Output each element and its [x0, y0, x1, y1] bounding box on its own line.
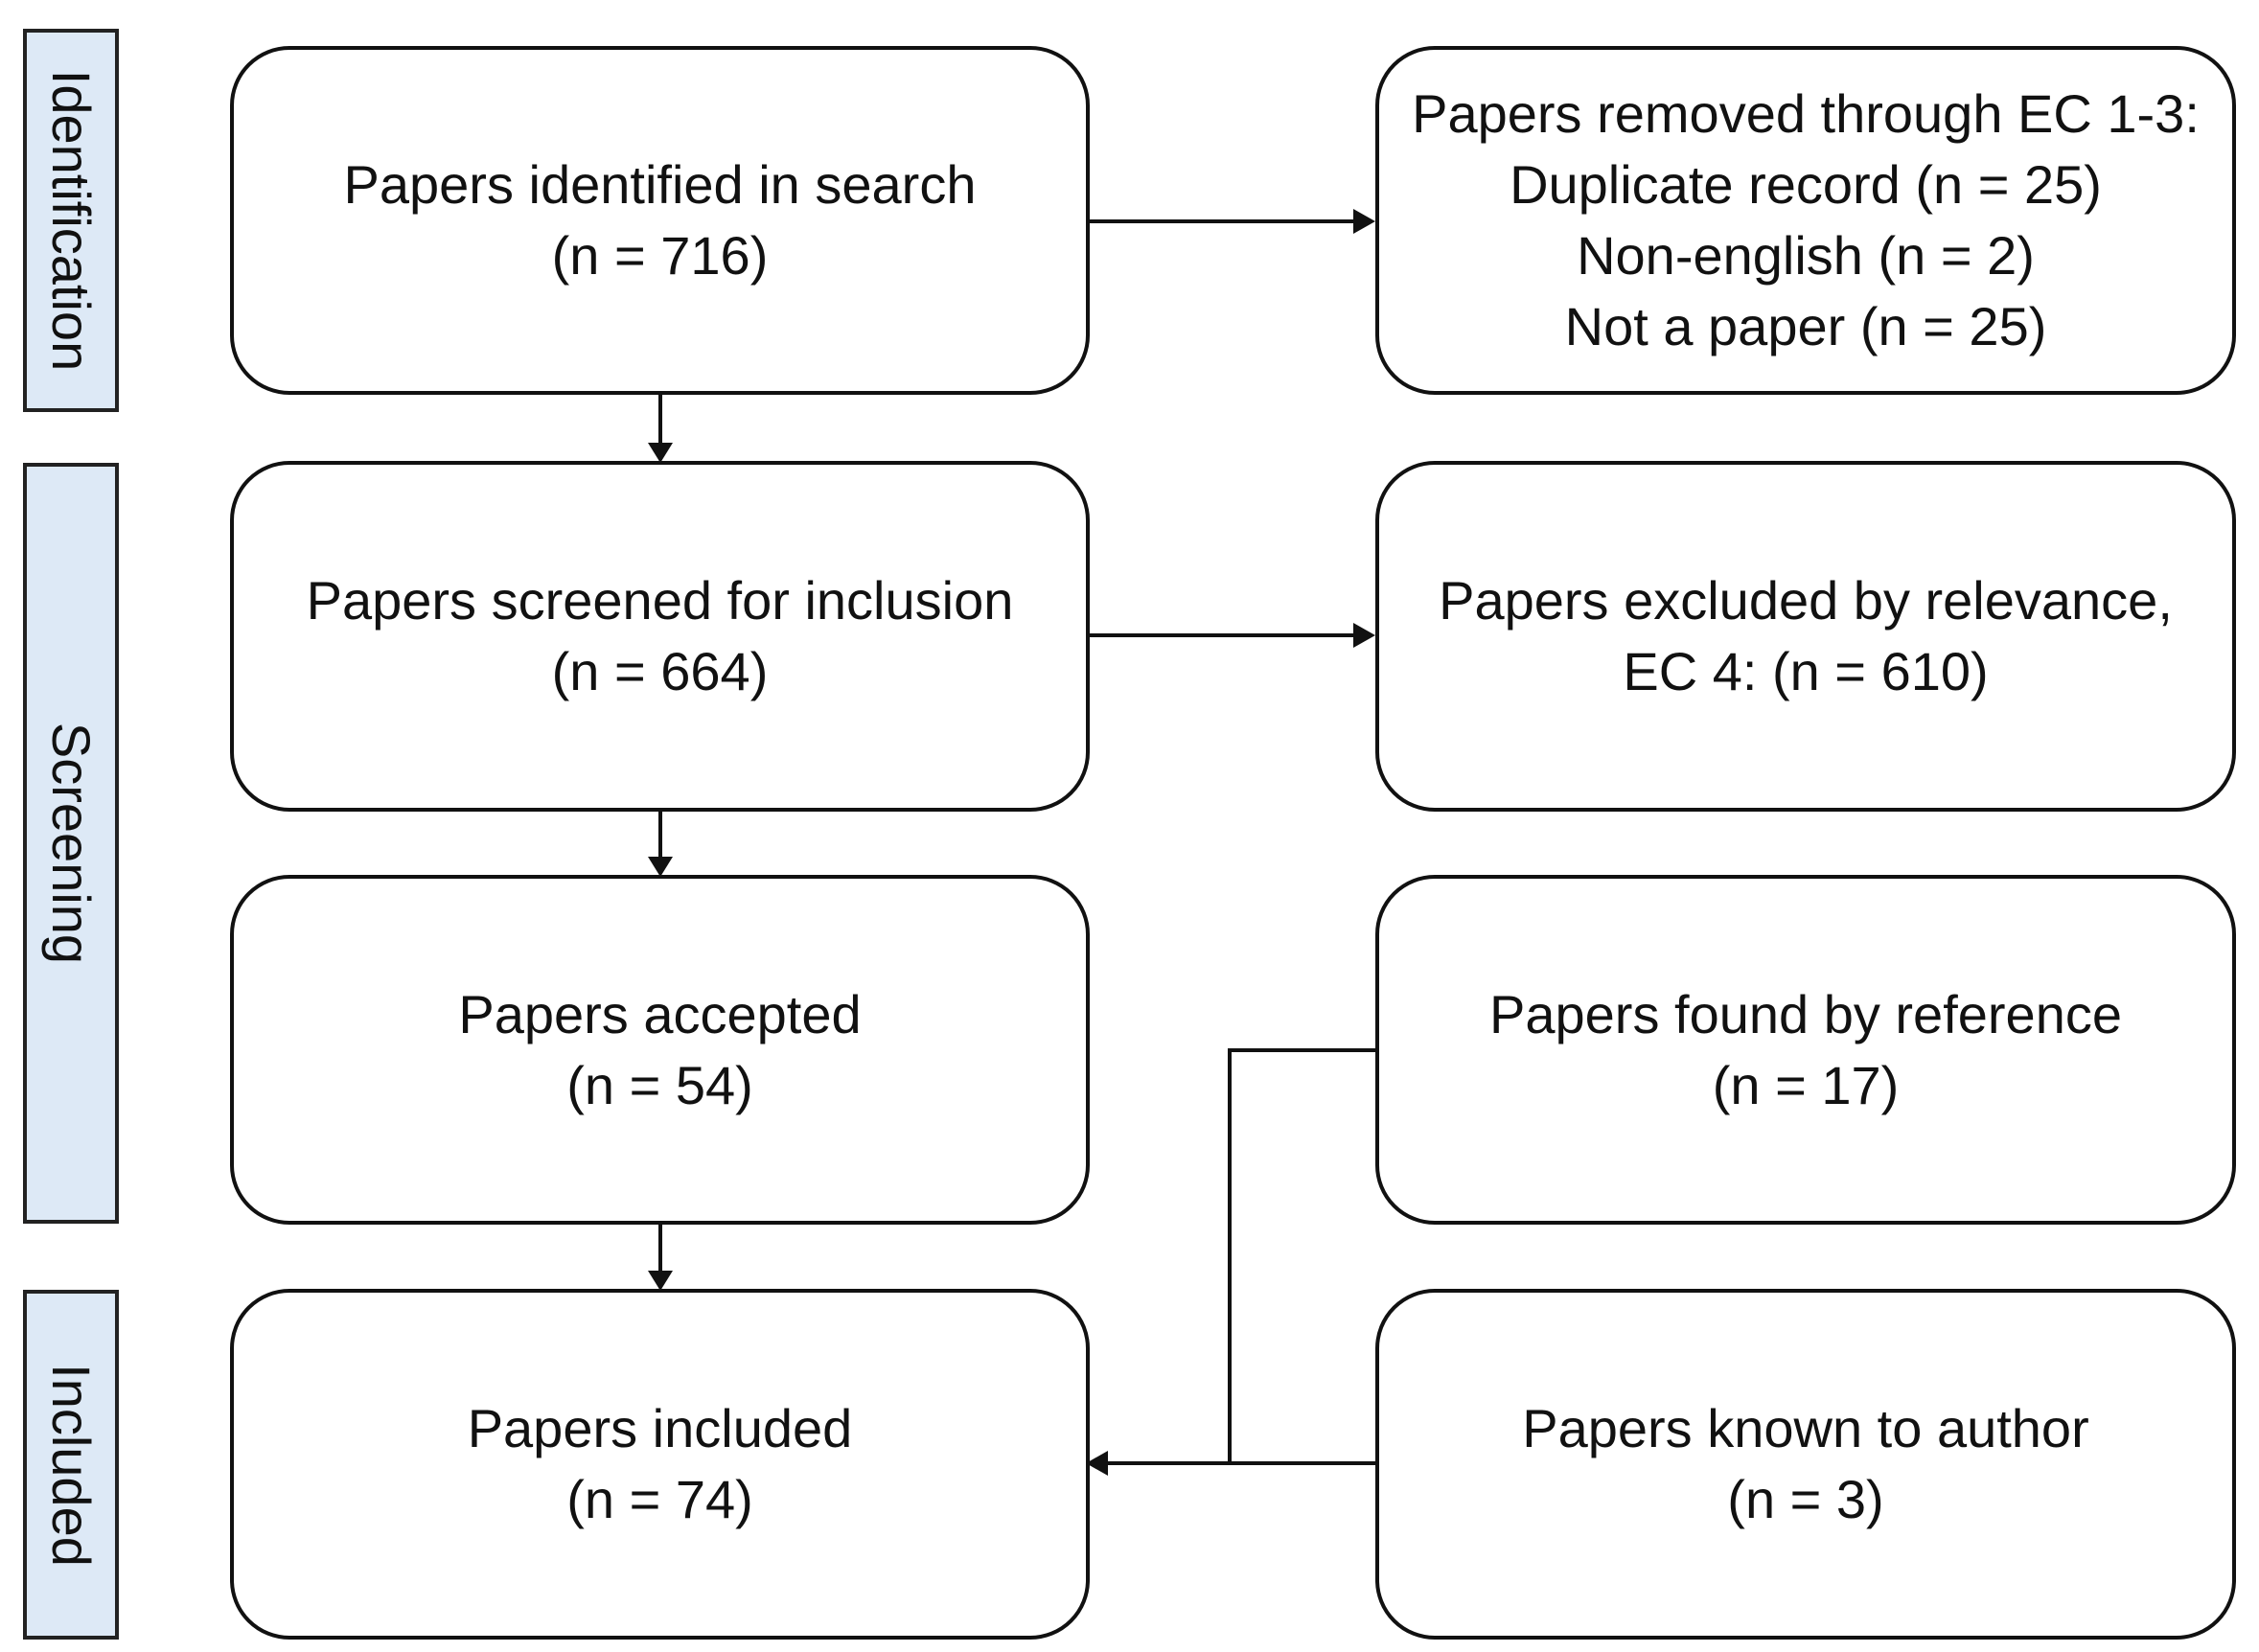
box-papers-screened: Papers screened for inclusion (n = 664)	[230, 461, 1090, 812]
arrow-reference-to-included	[1228, 1048, 1375, 1463]
box-papers-by-reference-count: (n = 17)	[1712, 1054, 1900, 1115]
box-papers-included-count: (n = 74)	[566, 1469, 753, 1529]
box-papers-accepted: Papers accepted (n = 54)	[230, 875, 1090, 1225]
stage-label-included: Included	[23, 1290, 119, 1640]
stage-label-included-text: Included	[41, 1363, 102, 1567]
box-papers-by-reference: Papers found by reference (n = 17)	[1375, 875, 2236, 1225]
box-papers-excluded-title: Papers excluded by relevance,	[1439, 570, 2173, 631]
box-papers-identified-count: (n = 716)	[551, 225, 769, 286]
box-papers-known-to-author-title: Papers known to author	[1522, 1398, 2089, 1458]
box-papers-excluded: Papers excluded by relevance, EC 4: (n =…	[1375, 461, 2236, 812]
box-papers-removed-title: Papers removed through EC 1-3:	[1412, 83, 2200, 144]
box-papers-by-reference-title: Papers found by reference	[1489, 983, 2122, 1044]
stage-label-screening-text: Screening	[41, 722, 102, 965]
box-papers-removed-duplicate: Duplicate record (n = 25)	[1510, 154, 2102, 215]
box-papers-screened-count: (n = 664)	[551, 641, 769, 701]
stage-label-identification: Identification	[23, 29, 119, 412]
stage-label-identification-text: Identification	[41, 69, 102, 372]
box-papers-included-title: Papers included	[467, 1398, 853, 1458]
box-papers-removed: Papers removed through EC 1-3: Duplicate…	[1375, 46, 2236, 395]
stage-label-screening: Screening	[23, 463, 119, 1224]
box-papers-identified-title: Papers identified in search	[343, 154, 977, 215]
box-papers-screened-title: Papers screened for inclusion	[306, 570, 1014, 631]
box-papers-included: Papers included (n = 74)	[230, 1289, 1090, 1640]
box-papers-accepted-title: Papers accepted	[458, 983, 862, 1044]
box-papers-identified: Papers identified in search (n = 716)	[230, 46, 1090, 395]
box-papers-excluded-count: EC 4: (n = 610)	[1623, 641, 1989, 701]
box-papers-known-to-author: Papers known to author (n = 3)	[1375, 1289, 2236, 1640]
box-papers-accepted-count: (n = 54)	[566, 1054, 753, 1115]
box-papers-known-to-author-count: (n = 3)	[1727, 1469, 1884, 1529]
box-papers-removed-non-english: Non-english (n = 2)	[1577, 225, 2035, 286]
box-papers-removed-not-paper: Not a paper (n = 25)	[1564, 296, 2047, 356]
